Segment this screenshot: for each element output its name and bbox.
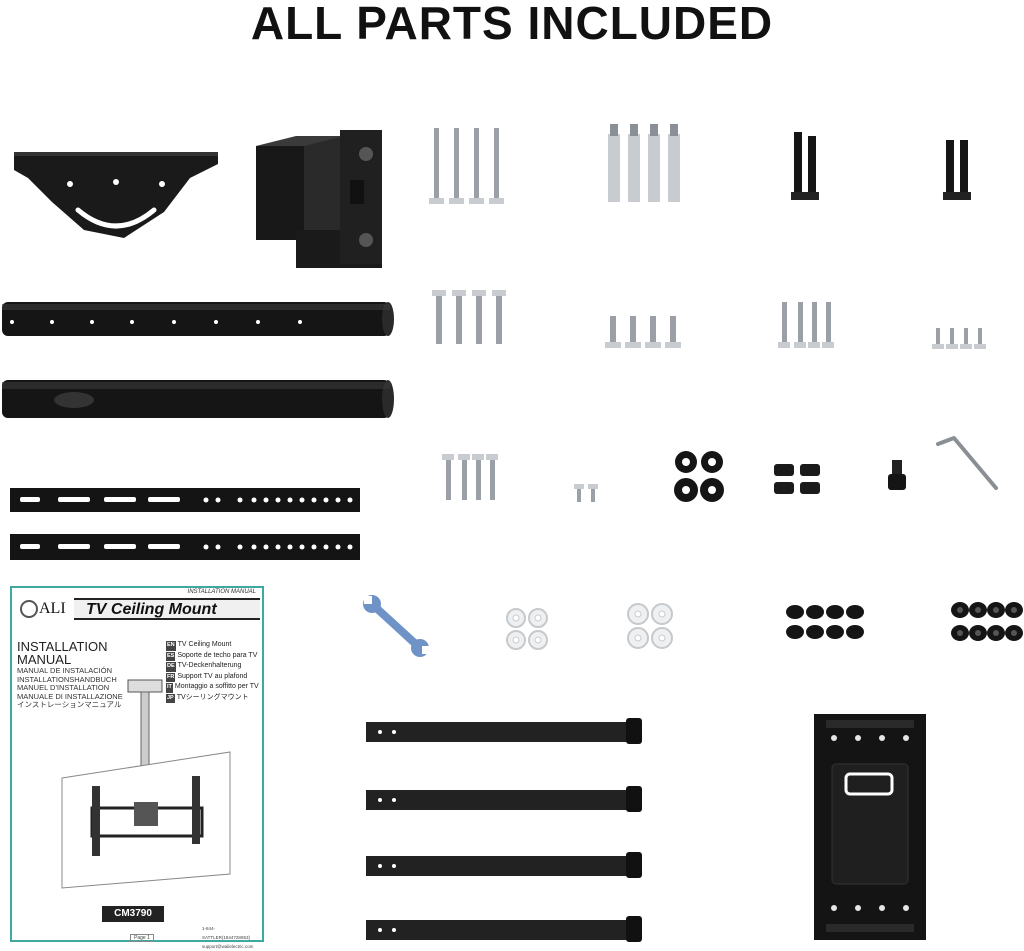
black-nuts xyxy=(774,464,820,494)
long-pole-perforated xyxy=(2,302,394,336)
tv-rail-upper xyxy=(10,488,360,512)
extension-arm-4 xyxy=(366,916,642,942)
m6-screws xyxy=(778,302,834,348)
extension-arm-2 xyxy=(366,786,642,812)
model-number: CM3790 xyxy=(102,906,164,922)
page-number: Page 1 xyxy=(130,934,154,942)
extension-arm-3 xyxy=(366,852,642,878)
brand-logo: ALI xyxy=(20,600,66,619)
m4-screws xyxy=(932,328,986,349)
manual-heading: INSTALLATION MANUAL xyxy=(17,639,108,667)
installation-manual: INSTALLATION MANUAL ALI TV Ceiling Mount… xyxy=(10,586,264,949)
black-bolts-pair-a xyxy=(791,132,819,200)
lag-bolts xyxy=(429,128,504,204)
m8-screws-long xyxy=(432,290,506,344)
wrench xyxy=(363,595,430,657)
black-rubber-washers xyxy=(674,451,724,502)
center-mounting-plate xyxy=(814,714,926,940)
allen-key xyxy=(936,436,998,490)
small-screws-pair xyxy=(574,484,598,502)
spacers-a xyxy=(786,605,864,639)
concrete-anchors xyxy=(608,124,680,202)
black-bolts-pair-b xyxy=(943,140,971,200)
clear-washers-a xyxy=(506,608,548,650)
swivel-bracket xyxy=(256,130,382,268)
product-title: TV Ceiling Mount xyxy=(86,601,217,618)
clear-washers-b xyxy=(627,603,673,649)
m5-screws xyxy=(442,454,498,500)
contact-info: 1-844-SATTLER(1844728853) support@waliel… xyxy=(202,926,254,949)
page-title: ALL PARTS INCLUDED xyxy=(250,0,774,49)
languages-left: MANUAL DE INSTALACIÓN INSTALLATIONSHANDB… xyxy=(17,666,123,709)
spacers-b xyxy=(951,602,1023,641)
product-banner: TV Ceiling Mount xyxy=(74,598,260,620)
ceiling-plate xyxy=(14,152,218,238)
black-knob-bolt xyxy=(888,460,906,490)
long-pole-slotted xyxy=(2,380,394,418)
m8-screws-short xyxy=(605,316,681,348)
extension-arm-1 xyxy=(366,718,642,744)
tv-mount-illustration xyxy=(61,679,231,889)
tv-rail-lower xyxy=(10,534,360,560)
manual-header: INSTALLATION MANUAL xyxy=(187,589,256,595)
